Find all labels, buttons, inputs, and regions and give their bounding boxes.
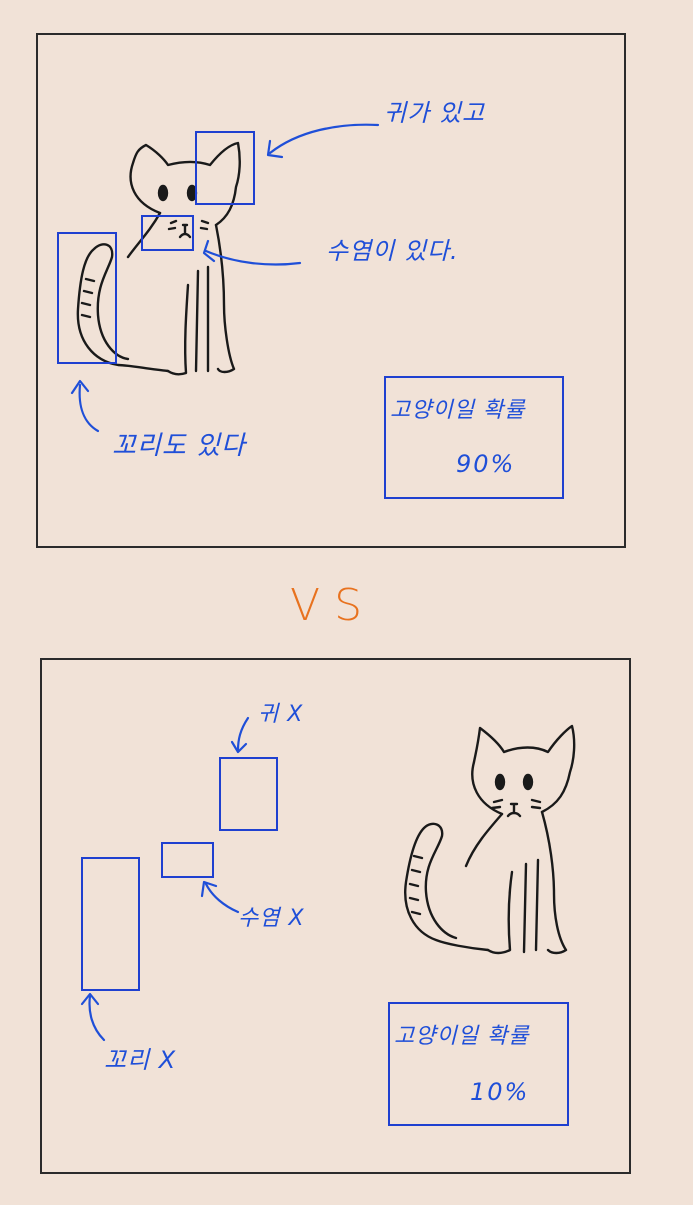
ear-box [219, 757, 278, 831]
vs-separator: VS [290, 580, 377, 631]
ears-annotation: 귀가 있고 [384, 99, 485, 127]
annotation-boxes [81, 757, 278, 991]
ear-box [195, 131, 255, 205]
cat-drawing-icon [76, 141, 241, 376]
tail-box [57, 232, 117, 364]
probability-label: 고양이일 확률 [394, 1024, 530, 1049]
tail-annotation: 꼬리 X [104, 1046, 177, 1074]
whiskers-annotation: 수염 X [238, 906, 305, 931]
tail-annotation: 꼬리도 있다 [112, 431, 246, 461]
tail-box [81, 857, 140, 991]
top-panel: 귀가 있고 수염이 있다. 꼬리도 있다 고양이일 확률 90% [36, 33, 626, 548]
annotation-boxes [57, 131, 255, 364]
bottom-panel: 귀 X 수염 X 꼬리 X 고양이일 확률 10% [40, 658, 631, 1174]
probability-box: 고양이일 확률 90% [384, 376, 564, 499]
cat-drawing-icon [404, 724, 576, 955]
arrow-icon [80, 716, 250, 1042]
whisker-box [161, 842, 214, 878]
whisker-box [141, 215, 194, 251]
arrow-icon [70, 123, 380, 433]
top-panel-drawing [57, 123, 380, 433]
probability-label: 고양이일 확률 [390, 398, 526, 423]
probability-value: 10% [470, 1078, 530, 1106]
ears-annotation: 귀 X [258, 702, 304, 727]
whiskers-annotation: 수염이 있다. [326, 237, 459, 265]
probability-box: 고양이일 확률 10% [388, 1002, 569, 1126]
bottom-panel-drawing [80, 716, 576, 1042]
probability-value: 90% [456, 450, 516, 478]
